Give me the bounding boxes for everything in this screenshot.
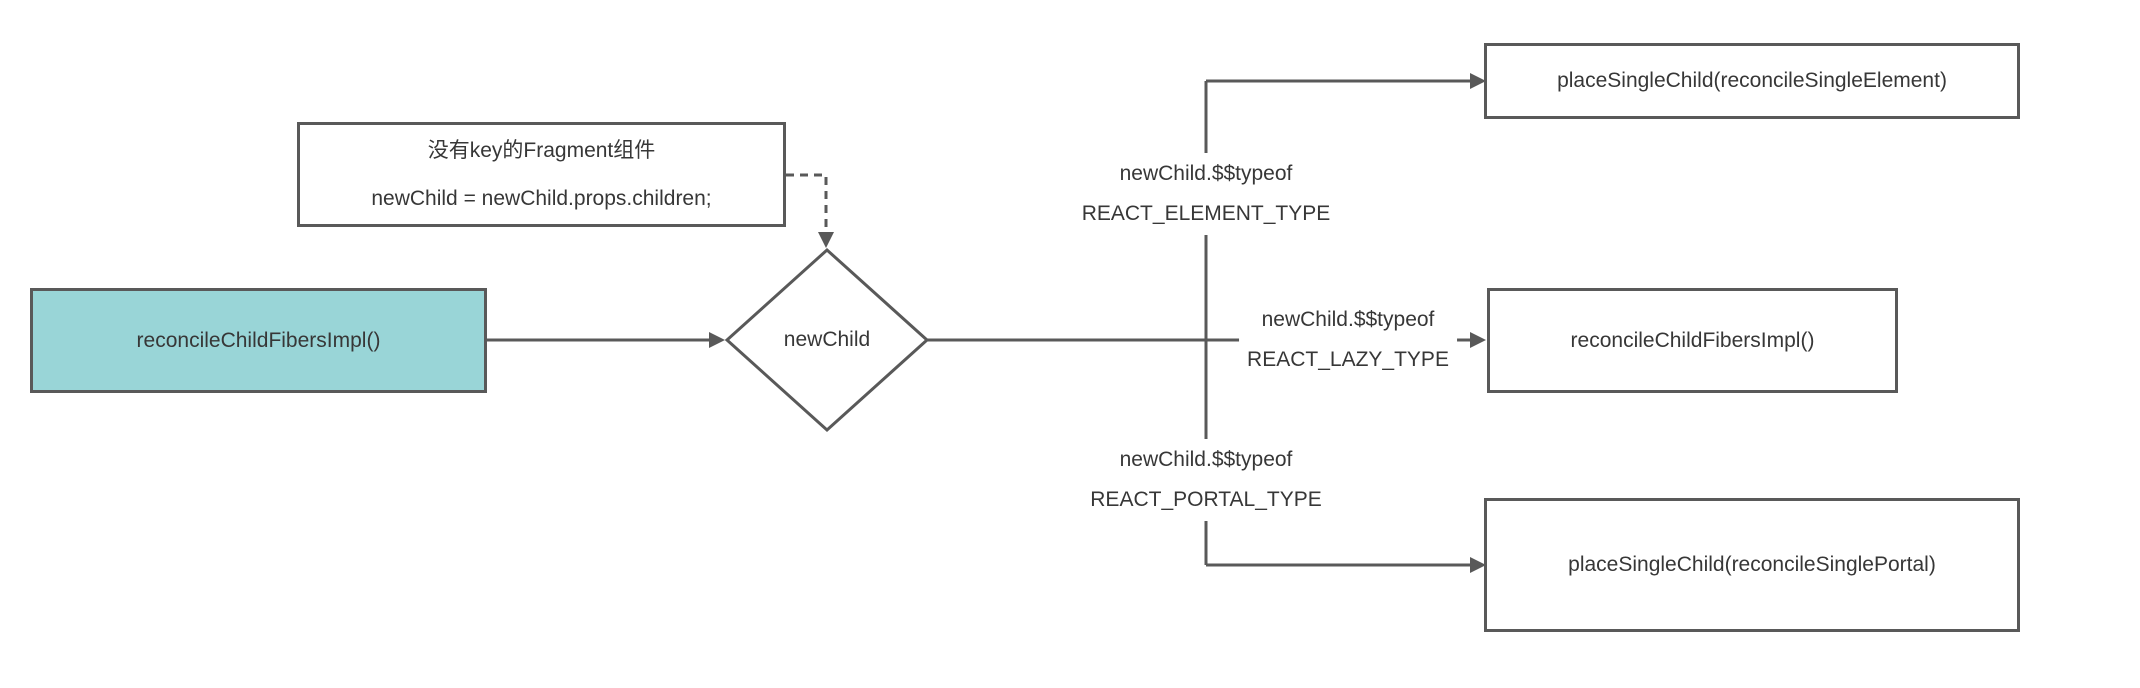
edge-note-to-decision-dashed <box>786 173 828 232</box>
target-node-element: placeSingleChild(reconcileSingleElement) <box>1484 43 2020 119</box>
target-node-portal: placeSingleChild(reconcileSinglePortal) <box>1484 498 2020 632</box>
edge-label-lazy-type-line2: REACT_LAZY_TYPE <box>1247 348 1449 371</box>
decision-diamond-shape <box>724 247 930 433</box>
start-node-label: reconcileChildFibersImpl() <box>136 328 381 352</box>
arrowhead-note-to-decision <box>818 232 834 248</box>
edge-label-portal-type: newChild.$$typeof REACT_PORTAL_TYPE <box>1082 439 1330 521</box>
note-node: 没有key的Fragment组件 newChild = newChild.pro… <box>297 122 786 227</box>
arrowhead-start-to-decision <box>709 332 725 348</box>
target-node-lazy: reconcileChildFibersImpl() <box>1487 288 1898 393</box>
note-node-line2: newChild = newChild.props.children; <box>371 186 712 210</box>
edge-label-element-type: newChild.$$typeof REACT_ELEMENT_TYPE <box>1073 153 1339 235</box>
arrowhead-portal-target <box>1470 557 1486 573</box>
edge-label-lazy-type-line1: newChild.$$typeof <box>1261 308 1435 331</box>
edge-label-portal-type-line2: REACT_PORTAL_TYPE <box>1090 488 1322 511</box>
edge-label-lazy-type: newChild.$$typeof REACT_LAZY_TYPE <box>1239 299 1457 381</box>
target-node-portal-label: placeSingleChild(reconcileSinglePortal) <box>1568 553 1936 576</box>
edge-label-portal-type-line1: newChild.$$typeof <box>1119 448 1293 471</box>
edge-label-element-type-line2: REACT_ELEMENT_TYPE <box>1081 202 1331 225</box>
edge-label-element-type-line1: newChild.$$typeof <box>1119 162 1293 185</box>
arrowhead-lazy-target <box>1470 332 1486 348</box>
arrowhead-element-target <box>1470 73 1486 89</box>
note-node-line1: 没有key的Fragment组件 <box>427 138 656 162</box>
target-node-element-label: placeSingleChild(reconcileSingleElement) <box>1557 69 1947 92</box>
start-node: reconcileChildFibersImpl() <box>30 288 487 393</box>
target-node-lazy-label: reconcileChildFibersImpl() <box>1570 328 1815 352</box>
decision-node-label: newChild <box>783 328 871 351</box>
